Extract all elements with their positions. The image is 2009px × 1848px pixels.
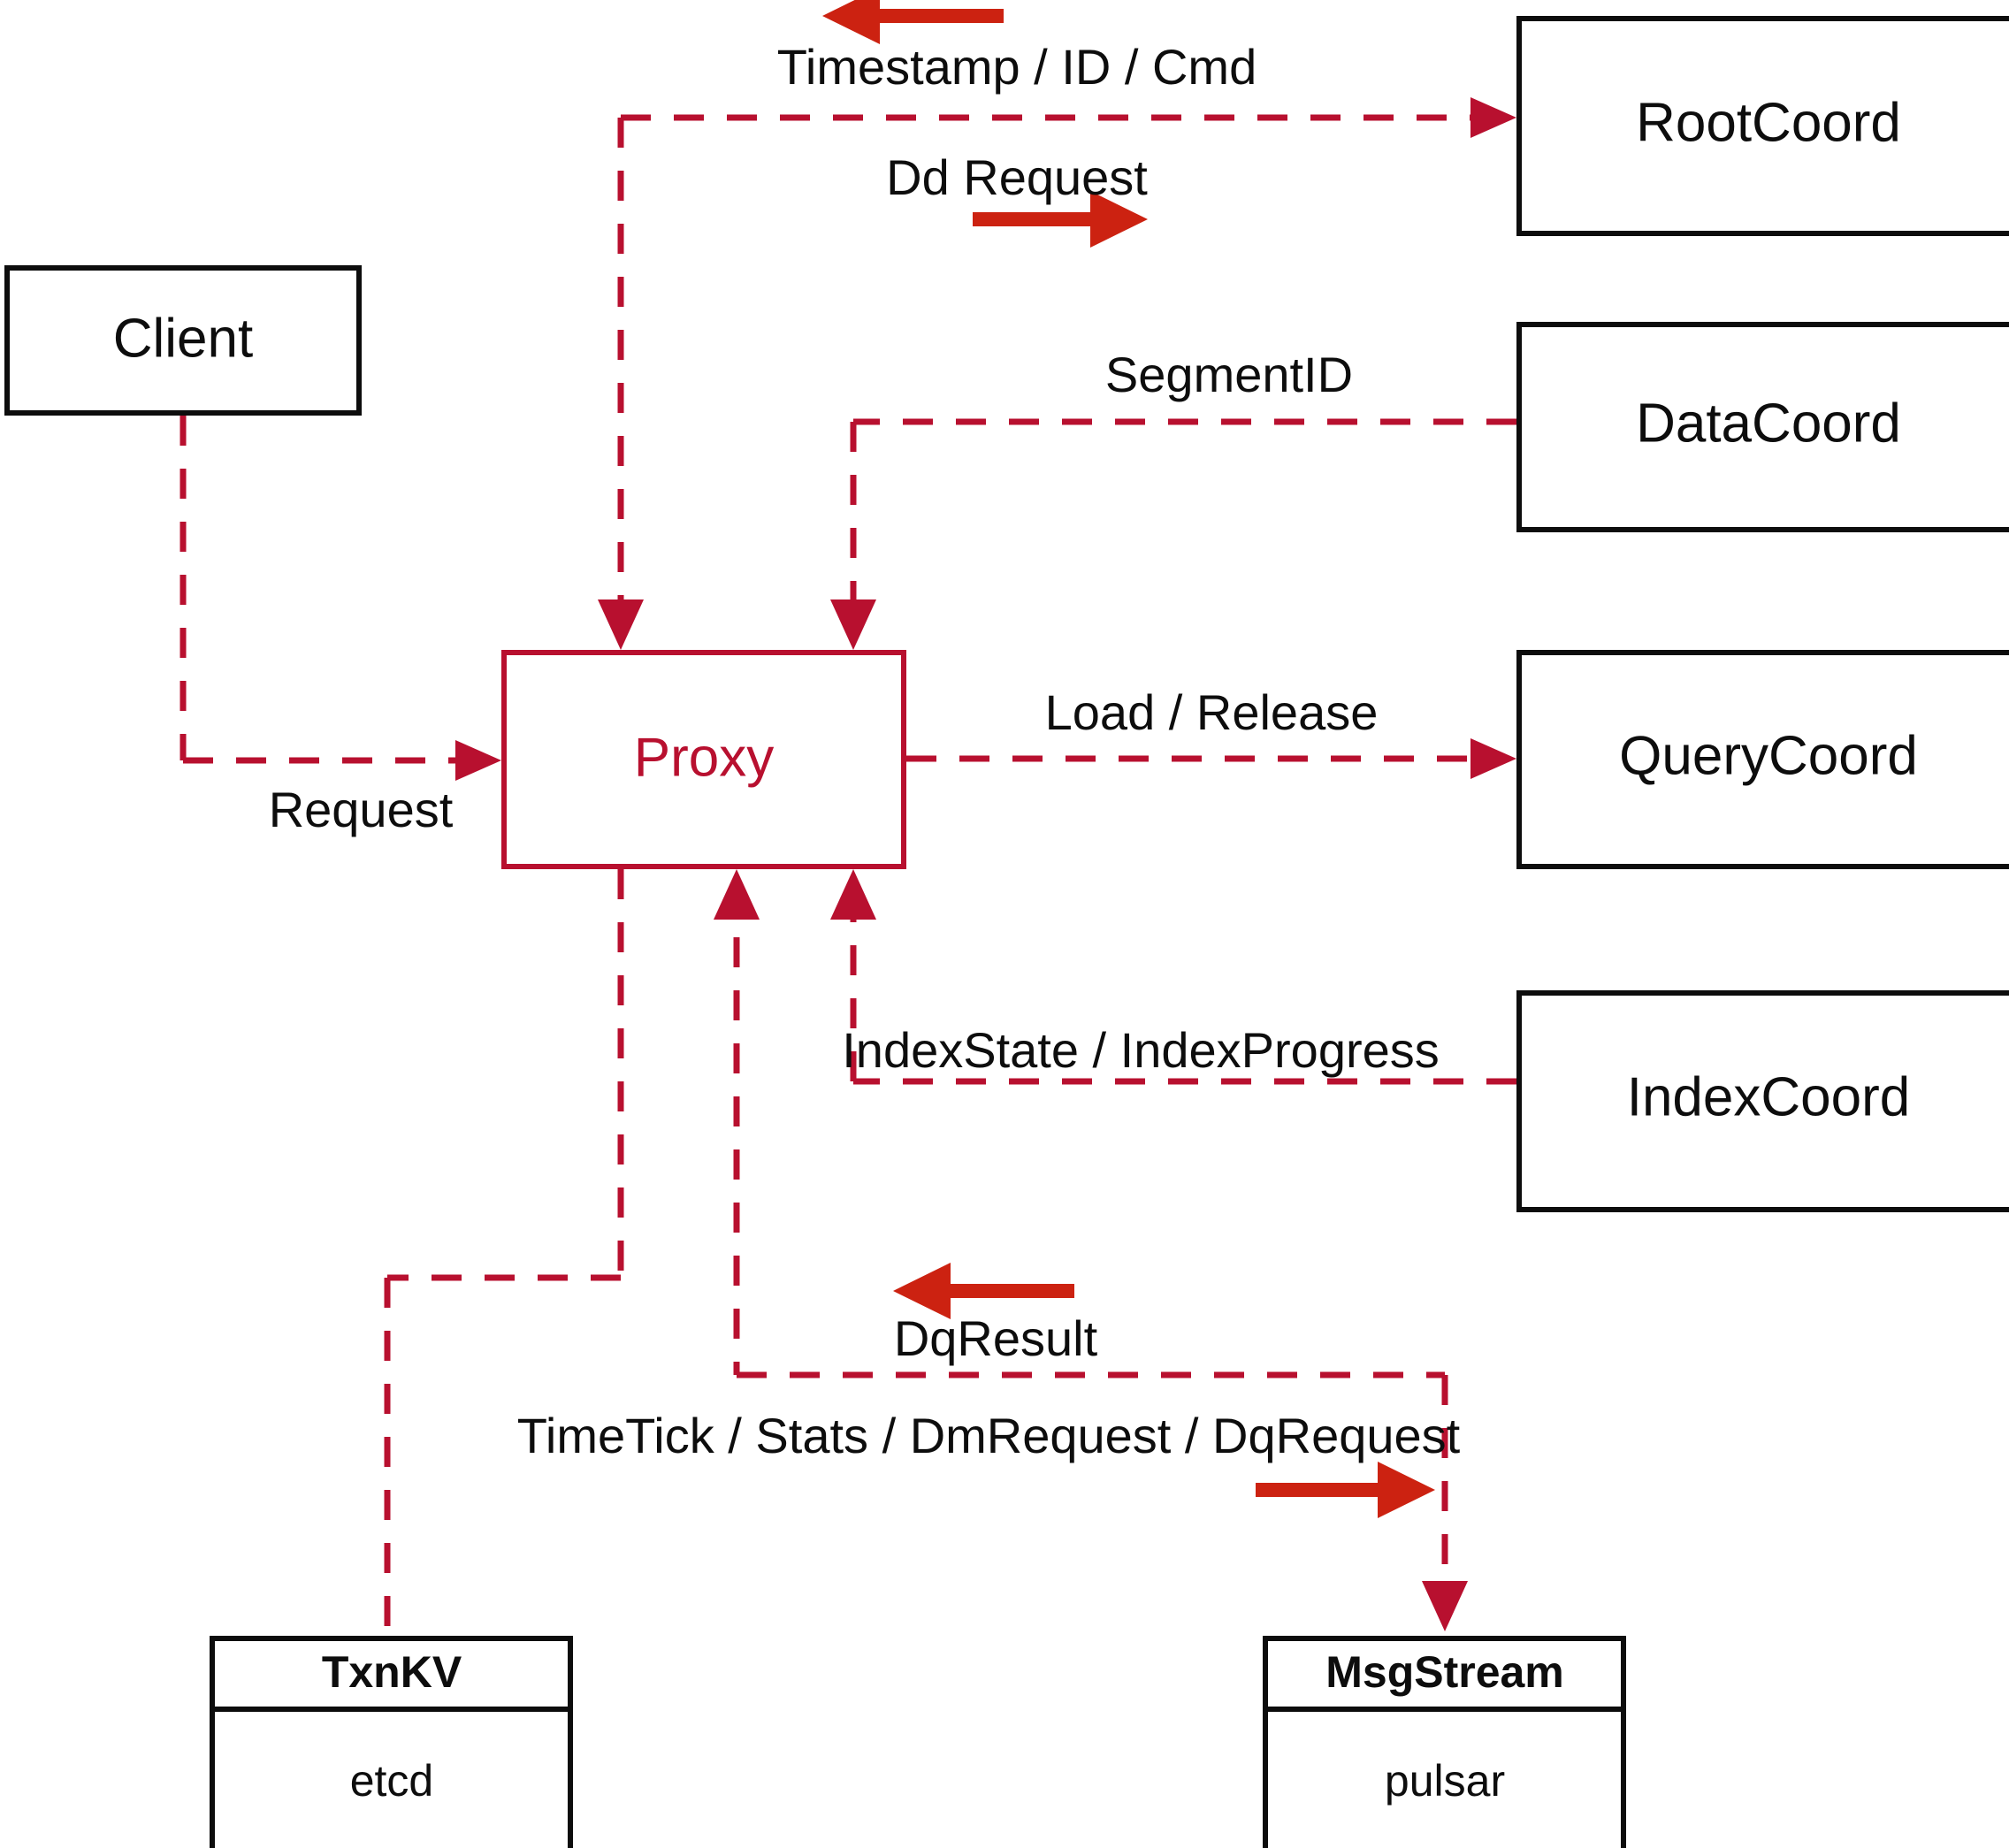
edge-label-load-release: Load / Release	[1045, 684, 1379, 740]
direction-arrow-dq-result-head	[893, 1263, 951, 1319]
direction-arrow-timestamp	[822, 0, 1004, 44]
node-proxy[interactable]: Proxy	[501, 650, 906, 869]
arrowhead-into-query-coord	[1470, 738, 1516, 779]
node-txn-kv-impl-label: etcd	[350, 1756, 434, 1806]
node-proxy-box[interactable]	[501, 650, 906, 869]
edge-index-coord-to-proxy	[830, 869, 1516, 1085]
direction-arrow-dd-request-head	[1090, 191, 1148, 248]
node-data-coord[interactable]: DataCoord	[1516, 322, 2009, 532]
node-index-coord[interactable]: IndexCoord	[1516, 990, 2009, 1212]
node-txn-kv-box[interactable]	[210, 1636, 573, 1848]
edge-label-request: Request	[269, 782, 454, 837]
node-data-coord-label: DataCoord	[1636, 393, 1901, 454]
edge-label-dq-result: DqResult	[894, 1310, 1098, 1366]
edge-client-to-proxy	[180, 416, 501, 781]
node-index-coord-label: IndexCoord	[1627, 1066, 1911, 1127]
node-root-coord-label: RootCoord	[1636, 92, 1901, 153]
node-msg-stream-impl-label: pulsar	[1385, 1756, 1505, 1806]
node-root-coord[interactable]: RootCoord	[1516, 16, 2009, 236]
direction-arrow-dd-request	[973, 191, 1148, 248]
node-client-box[interactable]	[4, 265, 362, 416]
edge-proxy-to-query-coord	[906, 738, 1516, 779]
direction-arrow-timetick	[1256, 1462, 1435, 1518]
node-msg-stream-label: MsgStream	[1325, 1647, 1564, 1697]
arrowhead-into-proxy-bottom-mid	[714, 869, 760, 920]
node-query-coord-box[interactable]	[1516, 650, 2009, 869]
edge-proxy-to-txn-kv	[384, 869, 624, 1636]
arrowhead-into-proxy-top-right	[830, 599, 876, 650]
arrowhead-into-proxy-top-left	[598, 599, 644, 650]
edge-label-index-state: IndexState / IndexProgress	[842, 1022, 1440, 1078]
arrowhead-into-proxy-left	[455, 740, 501, 781]
direction-arrow-dq-result	[893, 1263, 1074, 1319]
arrowhead-into-msg-stream	[1422, 1581, 1468, 1631]
node-msg-stream-box[interactable]	[1263, 1636, 1626, 1848]
node-proxy-label: Proxy	[634, 727, 774, 788]
node-client-label: Client	[113, 308, 254, 369]
node-index-coord-box[interactable]	[1516, 990, 2009, 1212]
node-data-coord-box[interactable]	[1516, 322, 2009, 532]
node-client[interactable]: Client	[4, 265, 362, 416]
arrowhead-into-proxy-bottom-right	[830, 869, 876, 920]
node-txn-kv-label: TxnKV	[322, 1647, 462, 1697]
direction-arrow-timestamp-head	[822, 0, 880, 44]
edge-label-timestamp-id-cmd: Timestamp / ID / Cmd	[777, 39, 1257, 95]
edge-data-coord-to-proxy	[830, 418, 1516, 650]
node-txn-kv[interactable]: TxnKV etcd	[210, 1636, 573, 1848]
node-root-coord-box[interactable]	[1516, 16, 2009, 236]
node-query-coord-label: QueryCoord	[1619, 725, 1918, 786]
arrowhead-into-root-coord	[1470, 97, 1516, 138]
edge-root-coord-to-proxy	[598, 97, 1516, 650]
edge-proxy-to-msg-stream	[714, 869, 1468, 1631]
node-query-coord[interactable]: QueryCoord	[1516, 650, 2009, 869]
edge-label-segment-id: SegmentID	[1105, 347, 1353, 402]
node-msg-stream[interactable]: MsgStream pulsar	[1263, 1636, 1626, 1848]
direction-arrow-timetick-head	[1378, 1462, 1435, 1518]
edge-label-dd-request: Dd Request	[886, 149, 1148, 205]
edge-label-timetick-stats: TimeTick / Stats / DmRequest / DqRequest	[517, 1408, 1461, 1463]
